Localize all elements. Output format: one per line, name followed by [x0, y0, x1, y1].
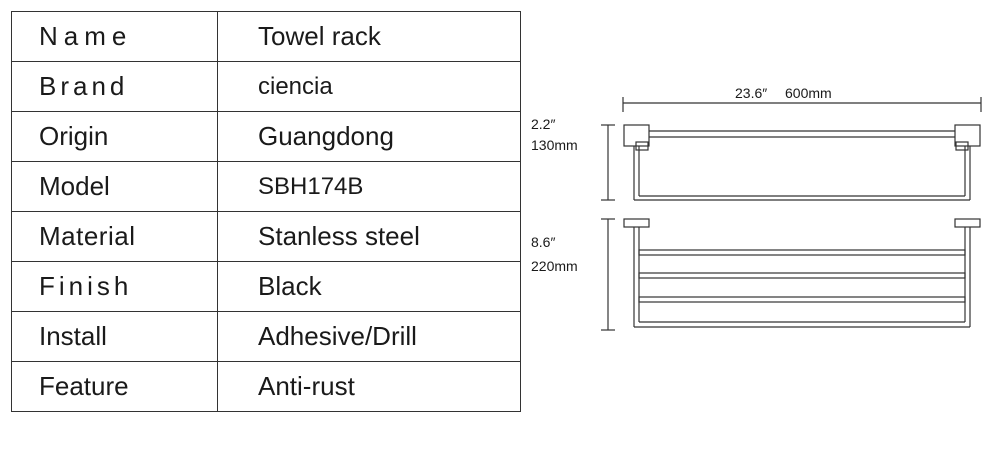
- spec-value: Guangdong: [217, 111, 521, 162]
- spec-table: Name Towel rack Brand ciencia Origin Gua…: [11, 11, 521, 412]
- spec-value: Anti-rust: [217, 361, 521, 412]
- spec-label: Brand: [11, 61, 218, 112]
- width-mm-label: 600mm: [785, 85, 832, 101]
- rack-side-view: [623, 218, 981, 328]
- side-depth-mm-label: 220mm: [531, 258, 578, 274]
- top-height-mm-label: 130mm: [531, 137, 578, 153]
- spec-row-install: Install Adhesive/Drill: [11, 311, 521, 362]
- spec-value: Towel rack: [217, 11, 521, 62]
- spec-value: Black: [217, 261, 521, 312]
- spec-label: Name: [11, 11, 218, 62]
- spec-row-origin: Origin Guangdong: [11, 111, 521, 162]
- spec-row-material: Material Stanless steel: [11, 211, 521, 262]
- spec-label: Material: [11, 211, 218, 262]
- spec-value: Adhesive/Drill: [217, 311, 521, 362]
- width-inch-label: 23.6″: [735, 85, 767, 101]
- rack-top-view: [623, 124, 981, 201]
- spec-label: Install: [11, 311, 218, 362]
- spec-value: Stanless steel: [217, 211, 521, 262]
- spec-row-name: Name Towel rack: [11, 11, 521, 62]
- spec-label: Finish: [11, 261, 218, 312]
- side-depth-inch-label: 8.6″: [531, 234, 555, 250]
- spec-row-feature: Feature Anti-rust: [11, 361, 521, 412]
- spec-row-finish: Finish Black: [11, 261, 521, 312]
- top-height-inch-label: 2.2″: [531, 116, 555, 132]
